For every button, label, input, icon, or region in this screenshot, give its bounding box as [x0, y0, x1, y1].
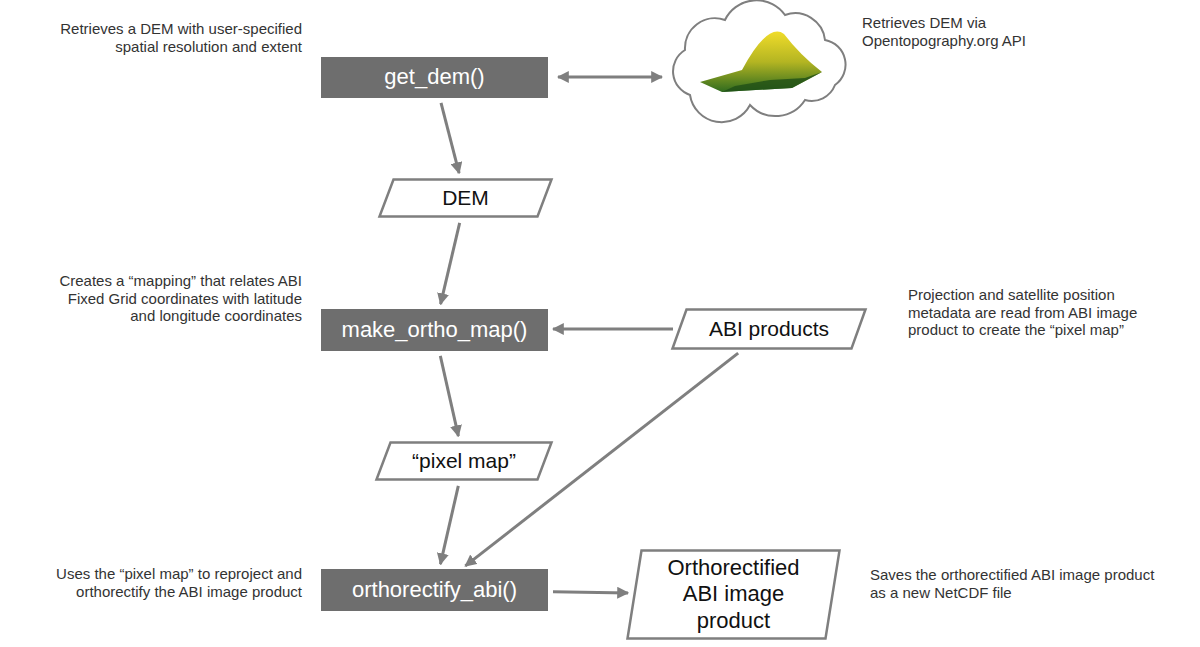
flow-arrow	[440, 356, 458, 436]
annotation-note: Projection and satellite position metada…	[908, 286, 1178, 339]
node-text: Orthorectified ABI image product	[654, 555, 814, 634]
data-parallelogram: “pixel map”	[375, 441, 553, 481]
function-box: make_ortho_map()	[321, 309, 548, 351]
annotation-note: Saves the orthorectified ABI image produ…	[870, 566, 1170, 601]
node-text: make_ortho_map()	[342, 317, 528, 343]
node-text: DEM	[442, 185, 489, 210]
flow-arrow	[553, 592, 628, 593]
node-text: orthorectify_abi()	[352, 577, 517, 603]
node-text: “pixel map”	[412, 448, 516, 473]
dem-terrain	[700, 32, 822, 92]
data-parallelogram: ABI products	[671, 308, 867, 350]
annotation-note: Retrieves DEM via Opentopography.org API	[862, 14, 1077, 49]
flow-arrow	[441, 223, 460, 304]
node-text: get_dem()	[384, 64, 484, 90]
flow-arrow	[440, 486, 458, 564]
node-text: ABI products	[709, 316, 829, 341]
parallelogram-shape	[628, 551, 840, 639]
cloud-outline	[673, 0, 846, 122]
parallelogram-shape	[380, 180, 552, 217]
flow-arrow	[553, 328, 673, 331]
data-parallelogram: DEM	[378, 178, 553, 218]
dem-terrain-shade	[722, 72, 822, 92]
parallelogram-shape	[377, 443, 552, 480]
annotation-note: Creates a “mapping” that relates ABI Fix…	[50, 272, 302, 325]
parallelogram-shape	[673, 310, 866, 349]
function-box: get_dem()	[321, 57, 548, 98]
data-parallelogram: Orthorectified ABI image product	[626, 549, 841, 640]
annotation-note: Uses the “pixel map” to reproject and or…	[20, 565, 302, 600]
double-arrow	[558, 76, 662, 79]
annotation-note: Retrieves a DEM with user-specified spat…	[30, 20, 302, 55]
function-box: orthorectify_abi()	[321, 569, 548, 611]
flow-arrow	[441, 103, 459, 173]
